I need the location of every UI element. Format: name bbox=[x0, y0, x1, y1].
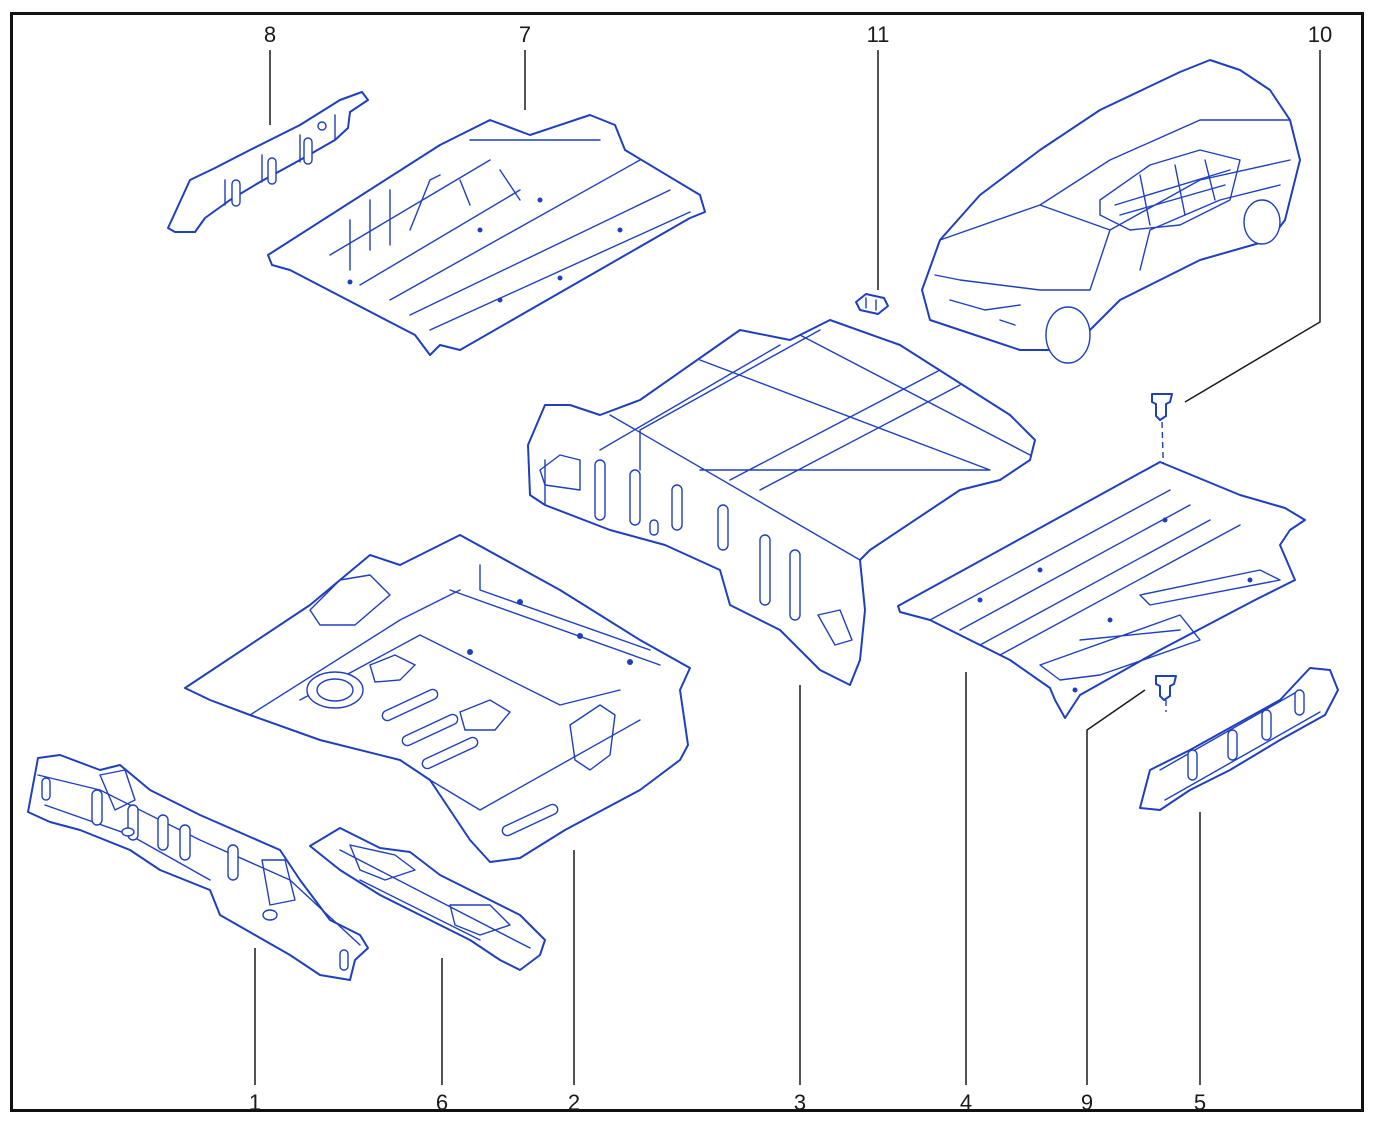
callout-10: 10 bbox=[1308, 22, 1332, 47]
callout-11: 11 bbox=[867, 22, 890, 47]
callout-9: 9 bbox=[1081, 1090, 1093, 1115]
callout-1: 1 bbox=[249, 1090, 261, 1115]
callout-7: 7 bbox=[519, 22, 531, 47]
callout-2: 2 bbox=[568, 1090, 580, 1115]
part-11-bracket bbox=[855, 293, 889, 315]
part-9-fastener bbox=[1155, 675, 1177, 712]
part-2-main-floor-panel bbox=[184, 534, 691, 863]
vehicle-overview-illustration bbox=[921, 59, 1301, 364]
callout-8: 8 bbox=[264, 22, 276, 47]
part-8-cross-member bbox=[167, 91, 369, 233]
part-3-frame-assembly bbox=[527, 319, 1036, 686]
part-1-cross-member bbox=[27, 754, 369, 981]
callout-4: 4 bbox=[960, 1090, 972, 1115]
diagram-frame bbox=[10, 12, 1364, 1112]
part-6-cross-member bbox=[309, 827, 546, 971]
leader-lines bbox=[254, 50, 1321, 1085]
callout-labels: 1 2 3 4 5 6 7 8 9 10 11 bbox=[249, 22, 1332, 1115]
callout-3: 3 bbox=[794, 1090, 806, 1115]
part-5-cross-member bbox=[1139, 667, 1339, 811]
part-7-rear-floor-panel bbox=[267, 114, 706, 356]
callout-6: 6 bbox=[436, 1090, 448, 1115]
callout-5: 5 bbox=[1194, 1090, 1206, 1115]
part-4-floor-panel bbox=[897, 461, 1306, 719]
